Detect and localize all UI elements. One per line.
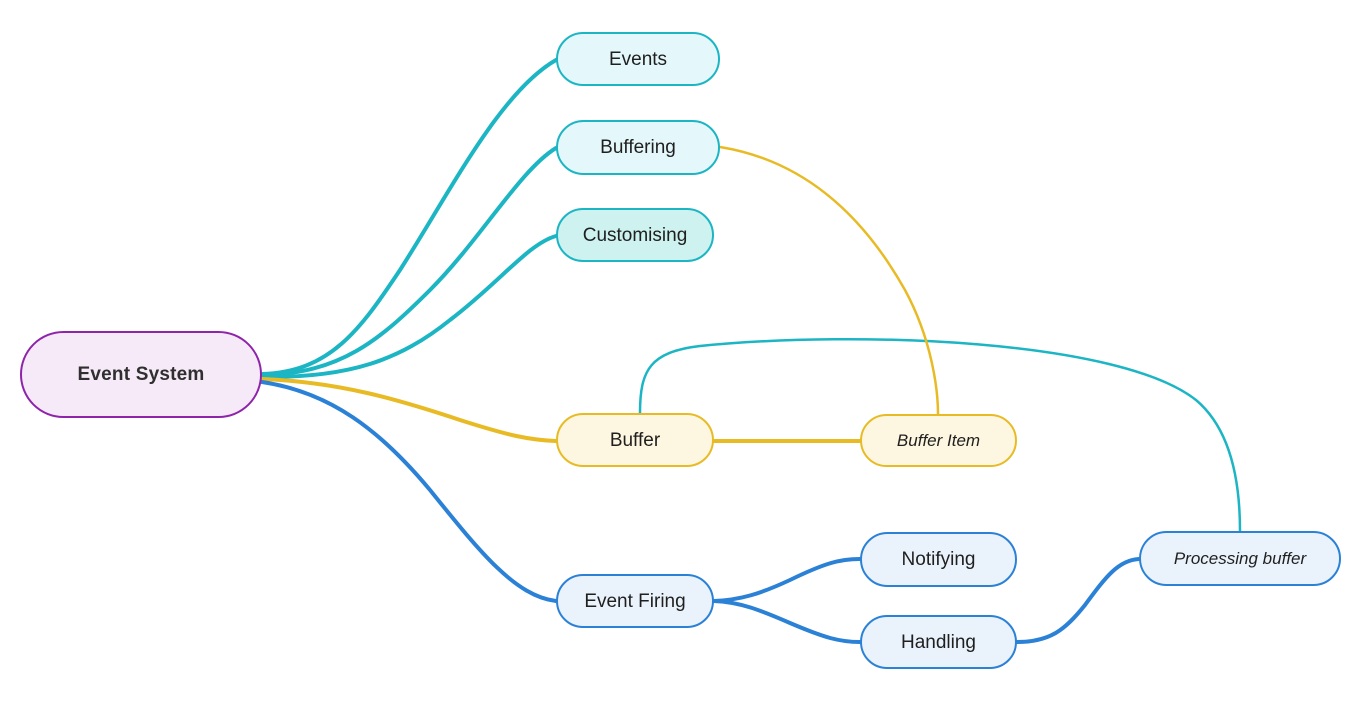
node-processing-buffer-label: Processing buffer xyxy=(1173,549,1307,568)
node-events[interactable]: Events xyxy=(556,32,720,86)
edge-root-customising xyxy=(260,234,558,380)
edge-root-buffering xyxy=(260,146,558,377)
edge-root-buffer xyxy=(260,377,558,443)
node-customising[interactable]: Customising xyxy=(556,208,714,262)
node-event-firing[interactable]: Event Firing xyxy=(556,574,714,628)
edge-root-event-firing xyxy=(260,380,558,603)
node-buffer-label: Buffer xyxy=(609,429,661,451)
node-event-system[interactable]: Event System xyxy=(20,331,262,418)
edge-buffer-processing-buffer xyxy=(638,337,1242,533)
edge-event-firing-notifying xyxy=(712,557,862,603)
node-customising-label: Customising xyxy=(582,224,688,246)
edge-root-events xyxy=(260,58,558,376)
node-events-label: Events xyxy=(608,48,668,70)
node-event-firing-label: Event Firing xyxy=(584,590,686,612)
edge-event-firing-handling xyxy=(712,599,862,644)
node-buffer[interactable]: Buffer xyxy=(556,413,714,467)
node-notifying-label: Notifying xyxy=(901,549,976,570)
node-handling-label: Handling xyxy=(901,631,976,653)
node-notifying[interactable]: Notifying xyxy=(860,532,1017,587)
node-handling[interactable]: Handling xyxy=(860,615,1017,669)
node-event-system-label: Event System xyxy=(77,364,205,385)
node-processing-buffer[interactable]: Processing buffer xyxy=(1139,531,1341,586)
node-buffer-item[interactable]: Buffer Item xyxy=(860,414,1017,467)
node-buffering-label: Buffering xyxy=(600,137,676,158)
node-buffering[interactable]: Buffering xyxy=(556,120,720,175)
edge-buffering-buffer-item xyxy=(718,145,940,416)
edge-handling-processing-buffer xyxy=(1015,557,1141,644)
node-buffer-item-label: Buffer Item xyxy=(896,431,981,450)
